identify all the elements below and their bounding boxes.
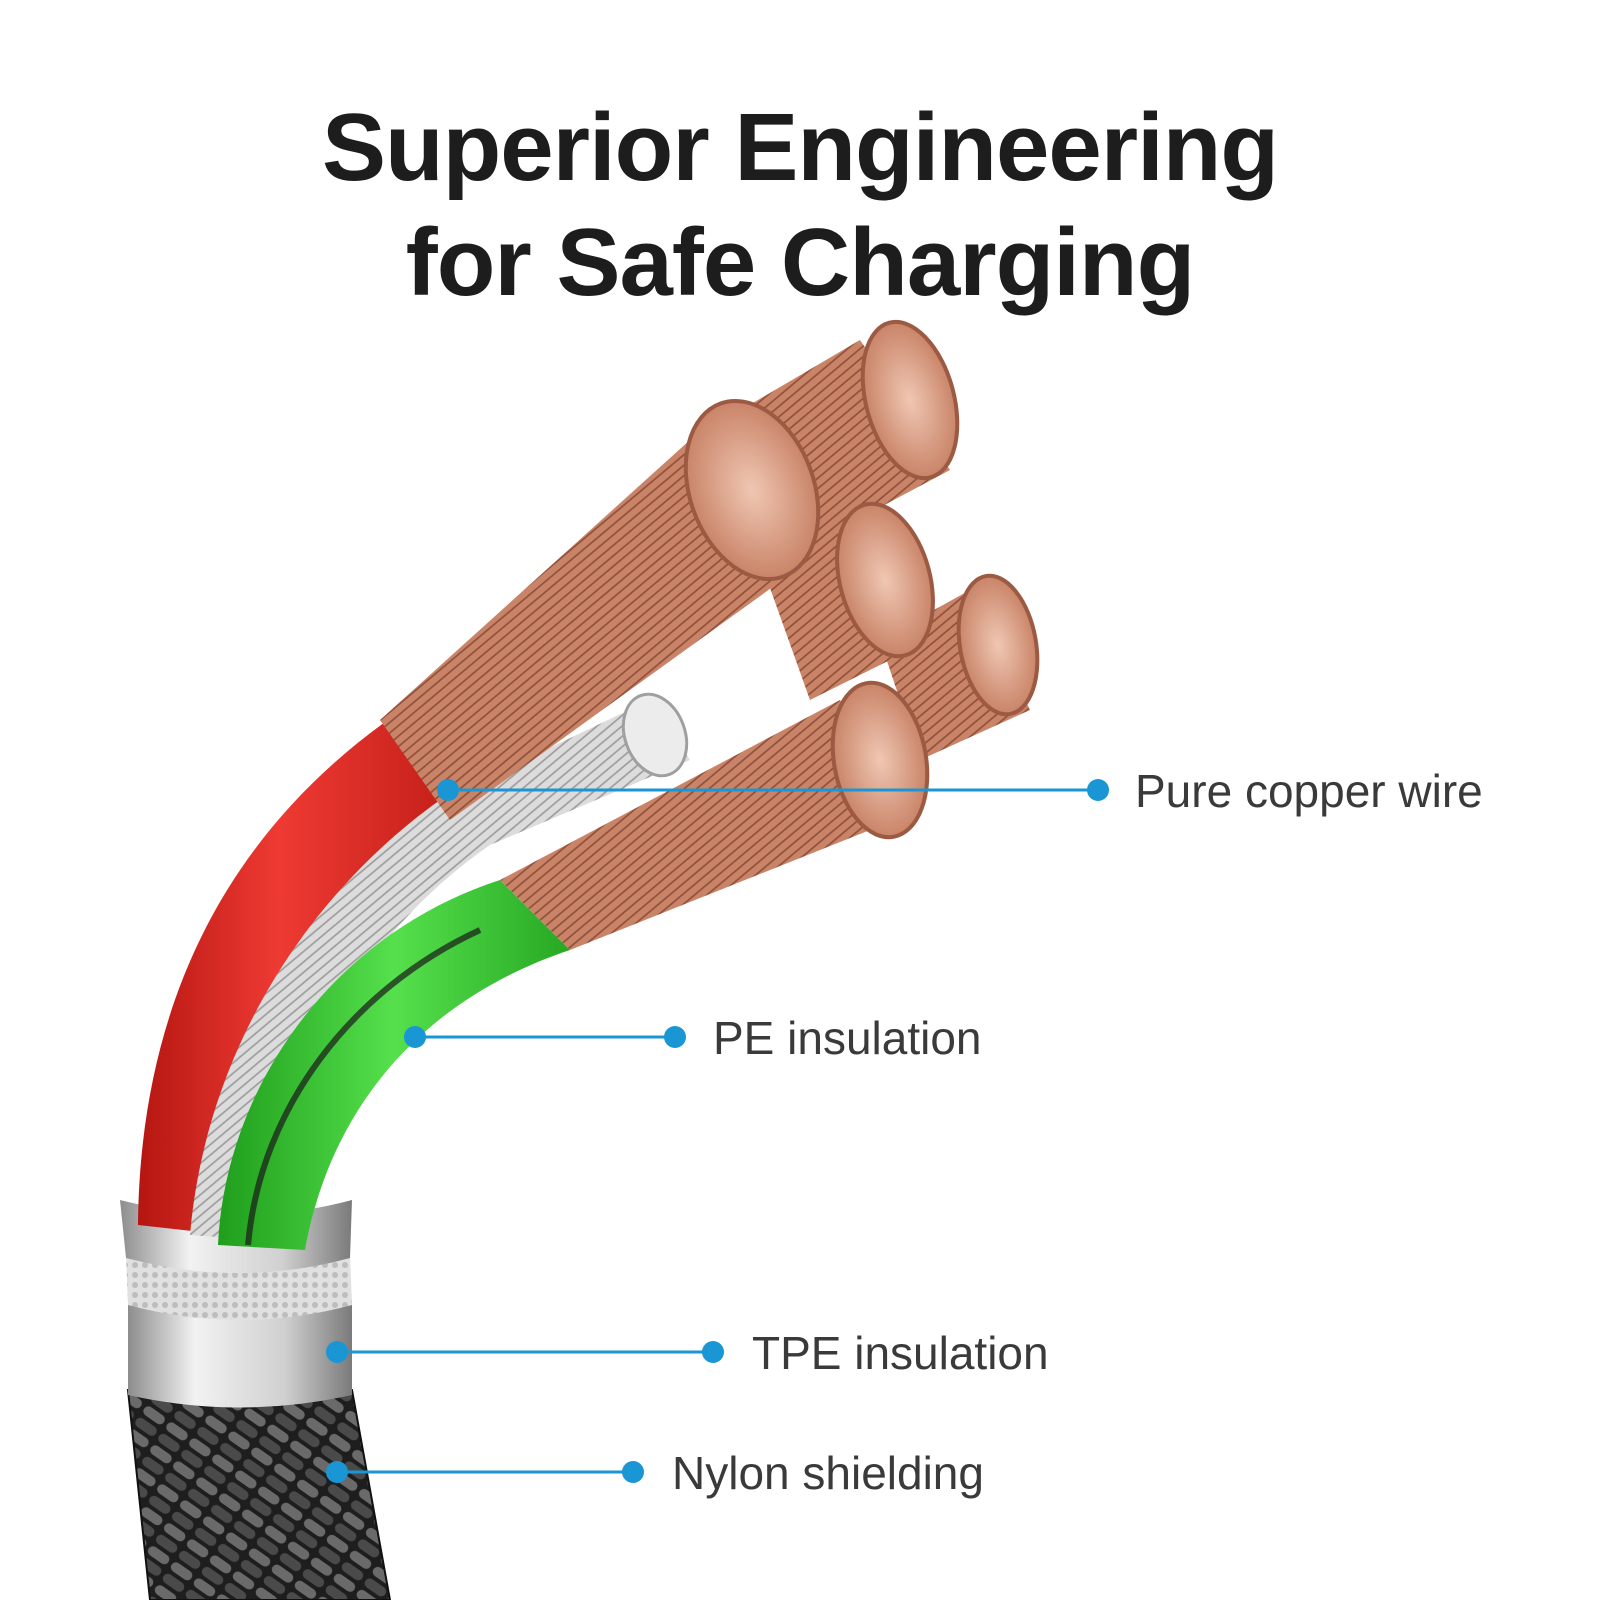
- green-wire-shadow: [245, 927, 482, 1246]
- headline-line-1: Superior Engineering: [321, 94, 1279, 201]
- tpe-ring-lower: [128, 1300, 352, 1408]
- callout-label-copper: Pure copper wire: [1135, 765, 1483, 817]
- copper-wire-end-1: [683, 398, 821, 582]
- callout-label-tpe: TPE insulation: [752, 1327, 1049, 1379]
- callout-nylon: [326, 1461, 644, 1483]
- callout-copper: [437, 779, 1109, 801]
- copper-wire-end-5: [830, 680, 930, 840]
- silver-wire-end: [621, 692, 689, 778]
- copper-wire-body-5: [500, 700, 920, 950]
- copper-wire-end-3: [835, 501, 935, 659]
- headline-line-2: for Safe Charging: [405, 209, 1195, 316]
- copper-wire-body-1: [380, 440, 810, 820]
- nylon-braid-jacket: [126, 1389, 392, 1600]
- copper-wire-end-2: [860, 319, 960, 481]
- copper-wire-end-4: [956, 573, 1040, 717]
- callout-tpe: [326, 1341, 724, 1363]
- callout-label-nylon: Nylon shielding: [672, 1447, 984, 1499]
- callout-pe: [404, 1026, 686, 1048]
- tpe-mesh-band: [126, 1255, 352, 1320]
- callout-label-pe: PE insulation: [713, 1012, 982, 1064]
- green-wire-sheath: [218, 880, 570, 1250]
